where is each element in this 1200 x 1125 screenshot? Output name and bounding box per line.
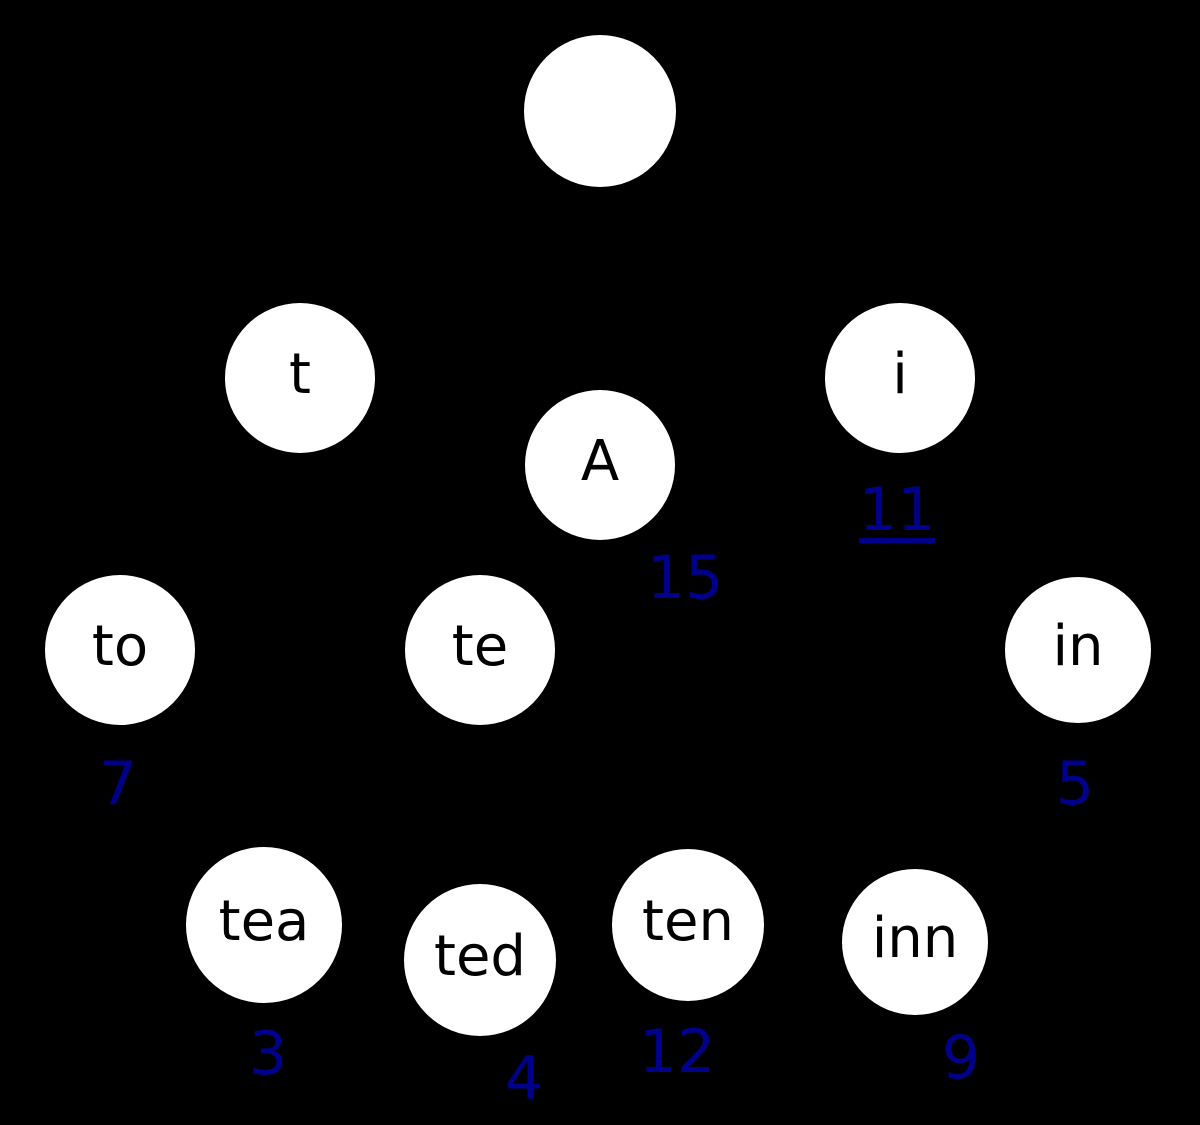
node-label-inn: inn bbox=[871, 906, 959, 971]
trie-node-ted: ted bbox=[404, 884, 556, 1036]
node-label-ten: ten bbox=[642, 889, 734, 954]
node-value-ten: 12 bbox=[638, 1017, 716, 1087]
node-value-A: 15 bbox=[646, 543, 724, 613]
node-value-in: 5 bbox=[1055, 749, 1095, 819]
node-value-ted: 4 bbox=[504, 1044, 544, 1114]
node-label-i: i bbox=[892, 342, 908, 407]
node-label-to: to bbox=[91, 614, 149, 679]
node-label-t: t bbox=[289, 342, 311, 407]
trie-node-root bbox=[524, 35, 676, 187]
node-label-te: te bbox=[451, 614, 509, 679]
node-label-A: A bbox=[580, 429, 620, 494]
trie-node-in: in bbox=[1005, 577, 1151, 723]
node-value-to: 7 bbox=[98, 749, 138, 819]
trie-node-to: to bbox=[45, 575, 195, 725]
node-label-tea: tea bbox=[218, 889, 310, 954]
trie-node-te: te bbox=[405, 575, 555, 725]
trie-node-t: t bbox=[225, 303, 375, 453]
node-value-i: 11 bbox=[858, 475, 936, 545]
trie-node-ten: ten bbox=[612, 849, 764, 1001]
node-value-inn: 9 bbox=[941, 1023, 981, 1093]
node-label-in: in bbox=[1052, 614, 1104, 679]
trie-node-i: i bbox=[825, 303, 975, 453]
trie-node-inn: inn bbox=[842, 869, 988, 1015]
node-label-ted: ted bbox=[434, 924, 526, 989]
node-value-tea: 3 bbox=[248, 1019, 288, 1089]
trie-node-tea: tea bbox=[186, 847, 342, 1003]
trie-node-A: A bbox=[525, 390, 675, 540]
